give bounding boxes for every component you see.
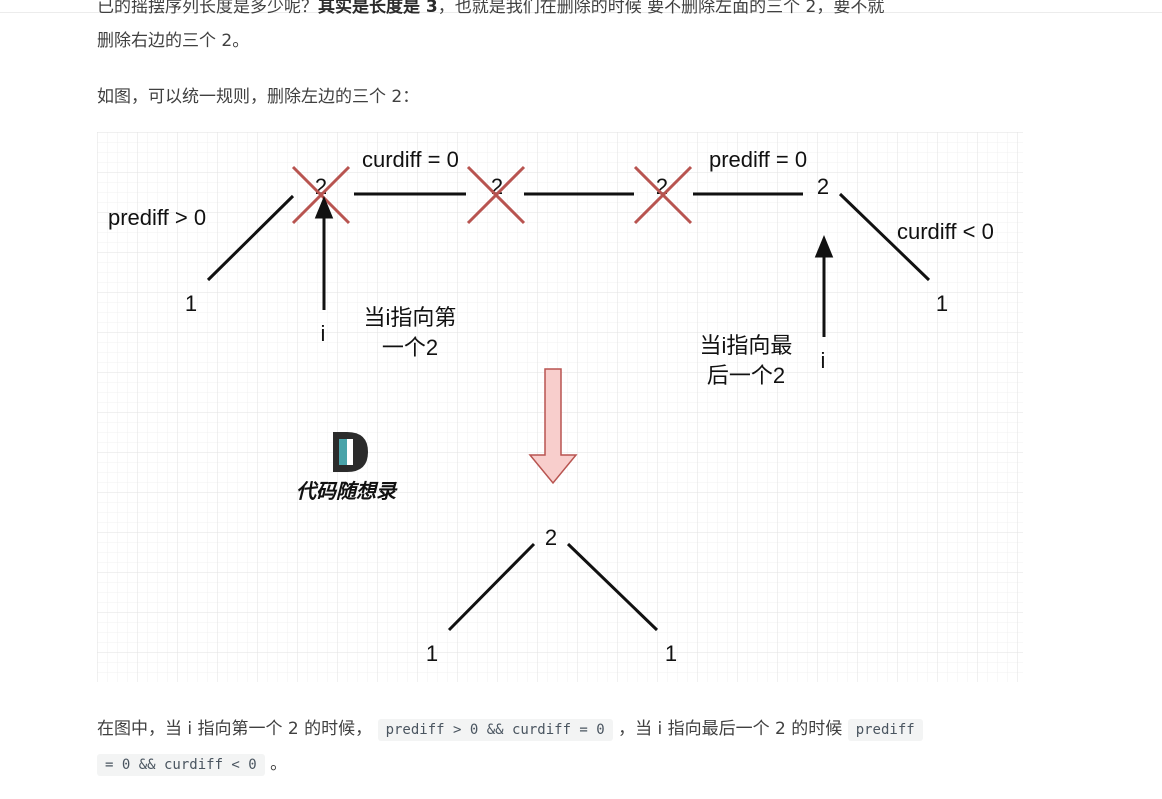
caption: 如图，可以统一规则，删除左边的三个 2：: [97, 87, 420, 107]
cross-icon: [291, 165, 351, 225]
label-curdiff-eq-zero: curdiff = 0: [362, 147, 459, 172]
top-bar: [0, 0, 1162, 13]
intro-bold: 其实是长度是 3: [318, 0, 438, 17]
edge-bottom-rise: [447, 542, 536, 632]
edge-fall-right: [838, 192, 931, 282]
diagram-figure: 1 2 2 2 2 1 prediff > 0 curdiff = 0 pred…: [97, 132, 1023, 682]
label-curdiff-lt-zero: curdiff < 0: [897, 219, 994, 244]
intro-paragraph: 已的摇摆序列长度是多少呢？其实是长度是 3，也就是我们在删除的时候 要不删除左面…: [97, 0, 1027, 58]
label-prediff-gt-zero: prediff > 0: [108, 205, 206, 230]
watermark-text: 代码随想录: [296, 480, 398, 503]
bottom-node-one-left: 1: [426, 641, 438, 666]
d-logo-icon: [333, 432, 368, 472]
arrow-up-icon: [814, 235, 834, 258]
conclusion-text-c: 。: [270, 754, 288, 774]
cross-icon: [633, 165, 693, 225]
node-two-4: 2: [817, 174, 829, 199]
top-row-edges: [206, 192, 931, 282]
code-last-condition-part2: = 0 && curdiff < 0: [97, 754, 265, 776]
note-last-two-line2: 后一个2: [707, 363, 785, 388]
conclusion-text-b: ，当 i 指向最后一个 2 的时候: [618, 719, 843, 739]
cross-icon: [466, 165, 526, 225]
intro-text-c: ，也就是我们在删除的时候 要不删除左面的三个 2，要不就: [437, 0, 885, 17]
note-first-two-line1: 当i指向第: [364, 305, 457, 330]
pointer-i-left: i: [321, 321, 326, 346]
watermark: 代码随想录: [296, 432, 398, 503]
arrow-up-icon: [314, 196, 334, 219]
intro-line2: 删除右边的三个 2。: [97, 31, 250, 51]
note-first-two-line2: 一个2: [382, 335, 438, 360]
node-one-left: 1: [185, 291, 197, 316]
conclusion-paragraph: 在图中，当 i 指向第一个 2 的时候， prediff > 0 && curd…: [97, 712, 1027, 782]
deleted-node-crosses: [291, 165, 693, 225]
edge-bottom-fall: [566, 542, 659, 632]
bottom-node-two: 2: [545, 525, 557, 550]
intro-text-a: 已的摇摆序列长度是多少呢？: [97, 0, 318, 17]
pointer-arrows: [314, 196, 834, 337]
code-first-condition: prediff > 0 && curdiff = 0: [377, 719, 613, 741]
node-one-right: 1: [936, 291, 948, 316]
note-last-two-line1: 当i指向最: [700, 333, 793, 358]
code-last-condition-part1: prediff: [847, 719, 923, 741]
diagram-svg: 1 2 2 2 2 1 prediff > 0 curdiff = 0 pred…: [97, 132, 1023, 682]
bottom-row-edges: [447, 542, 659, 632]
down-arrow-icon: [528, 368, 578, 485]
edge-rise-left: [206, 194, 295, 282]
conclusion-text-a: 在图中，当 i 指向第一个 2 的时候，: [97, 719, 373, 739]
label-prediff-eq-zero: prediff = 0: [709, 147, 807, 172]
bottom-node-one-right: 1: [665, 641, 677, 666]
pointer-i-right: i: [821, 348, 826, 373]
